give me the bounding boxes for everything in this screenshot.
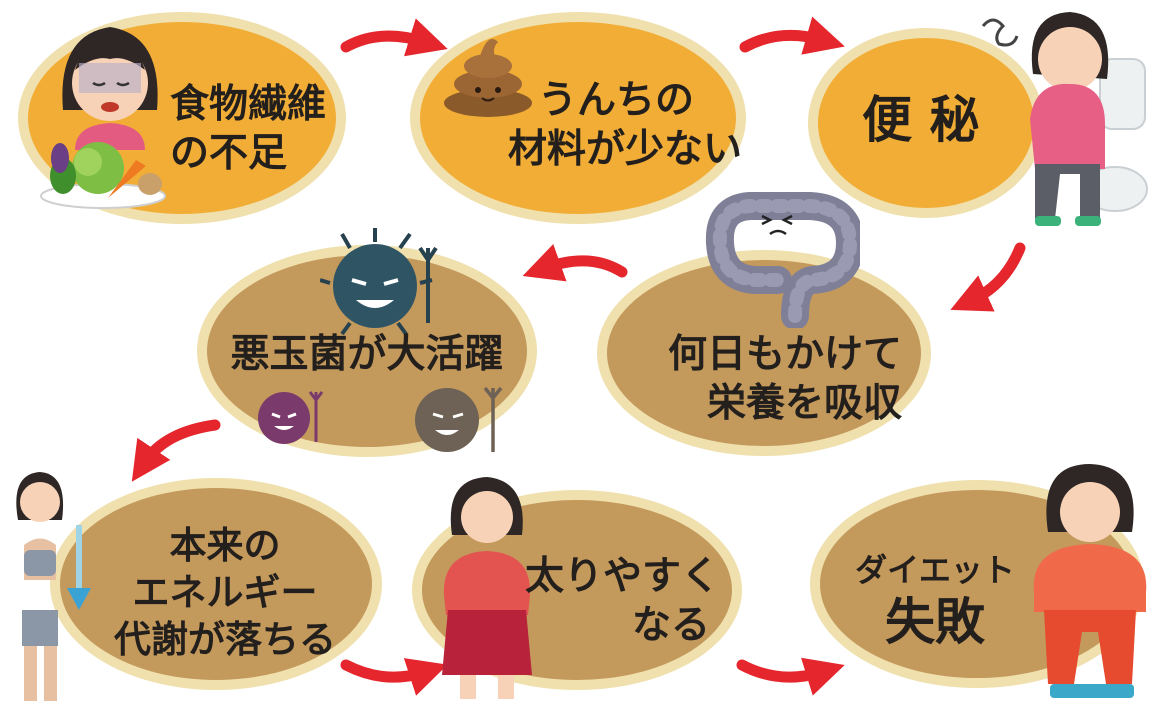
label-material-1: うんちの — [537, 78, 694, 123]
arrow-bacteria-to-metabolism — [131, 419, 221, 482]
overweight-woman-icon — [1033, 464, 1147, 698]
label-fiber-1: 食物繊維 — [170, 82, 327, 127]
label-fiber-2: の不足 — [170, 131, 288, 176]
bad-bacteria-icon — [320, 228, 438, 336]
label-bacteria: 悪玉菌が大活躍 — [230, 332, 504, 377]
label-fat-2: なる — [631, 603, 710, 648]
arrow-material-to-constipation — [739, 16, 845, 55]
vegetables-icon — [40, 142, 166, 209]
arrow-metabolism-to-fat — [340, 658, 448, 696]
label-metabolism-1: 本来の — [169, 524, 281, 567]
arrow-fat-to-diet — [736, 657, 845, 696]
bloated-woman-icon — [442, 477, 532, 699]
label-constipation: 便 秘 — [862, 91, 980, 149]
tired-woman-icon — [62, 27, 158, 150]
label-fat-1: 太りやすく — [524, 554, 720, 599]
intestine-icon — [705, 192, 860, 328]
arrow-absorb-to-bacteria — [522, 244, 628, 282]
label-metabolism-2: エネルギー — [132, 571, 318, 614]
bad-bacteria-icon — [258, 391, 324, 444]
bad-bacteria-icon — [415, 386, 503, 452]
thin-woman-icon — [16, 472, 91, 701]
label-diet-2: 失敗 — [885, 593, 985, 651]
label-metabolism-3: 代謝が落ちる — [114, 618, 336, 661]
node-constipation — [808, 28, 1044, 218]
label-diet-1: ダイエット — [855, 551, 1015, 589]
arrow-constipation-to-absorb — [950, 242, 1026, 312]
constipated-woman-icon — [981, 12, 1148, 226]
arrow-fiber-to-material — [340, 18, 448, 57]
poop-icon — [444, 39, 532, 117]
label-material-2: 材料が少ない — [507, 127, 742, 172]
label-absorb-2: 栄養を吸収 — [706, 381, 902, 426]
label-absorb-1: 何日もかけて — [667, 332, 902, 377]
node-metabolism-drop — [50, 478, 382, 690]
node-less-material — [410, 12, 746, 224]
